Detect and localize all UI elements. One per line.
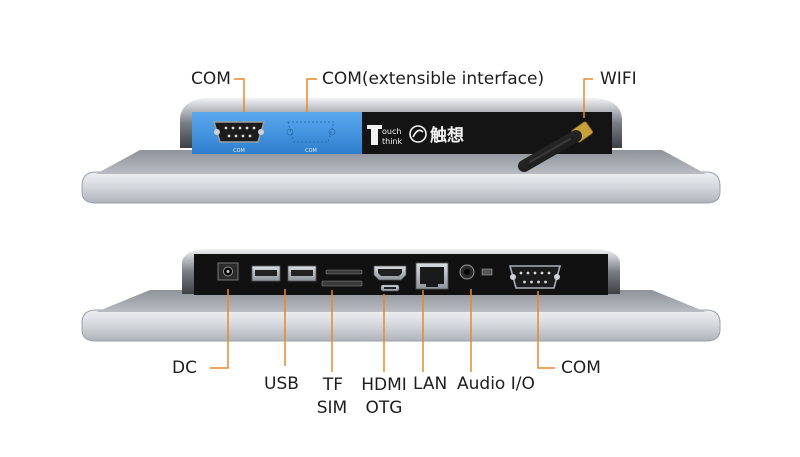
bottom-inner-tray xyxy=(96,290,706,312)
brand-en-line1: ouch xyxy=(382,127,401,136)
label-audio-io: Audio I/O xyxy=(457,374,535,394)
reset-button-icon xyxy=(481,268,493,276)
label-sim: SIM xyxy=(316,398,348,418)
label-otg: OTG xyxy=(365,398,403,418)
bottom-com-port-icon xyxy=(508,265,562,289)
top-silk-com-2: COM xyxy=(305,148,317,154)
audio-jack-icon xyxy=(459,264,475,280)
otg-port-icon xyxy=(380,284,400,292)
leader-top-wifi xyxy=(583,78,593,118)
bottom-device-view xyxy=(81,249,721,342)
lan-port-icon xyxy=(415,262,449,290)
label-top-com-extensible: COM(extensible interface) xyxy=(322,69,545,89)
leader-bottom-com xyxy=(537,291,555,369)
leader-top-com-extensible xyxy=(306,78,317,112)
leader-dc xyxy=(210,289,229,369)
leader-lines xyxy=(210,78,593,372)
top-silk-com-1: COM xyxy=(233,148,245,154)
label-tf: TF xyxy=(322,375,344,395)
label-top-wifi: WIFI xyxy=(600,69,637,89)
hdmi-port-icon xyxy=(373,265,407,281)
brand-logo: ouch think 触想 xyxy=(367,125,464,146)
wifi-antenna-icon xyxy=(518,121,594,172)
top-device-view: COM COM ouch think 触想 xyxy=(81,98,721,204)
bottom-base-plate xyxy=(81,309,721,342)
label-dc: DC xyxy=(172,358,197,378)
usb-port-1-icon xyxy=(251,265,281,282)
top-com-port-icon xyxy=(212,121,266,143)
usb-port-2-icon xyxy=(287,265,317,282)
label-lan: LAN xyxy=(413,374,448,394)
sim-card-slot-icon xyxy=(321,280,363,287)
brand-cn: 触想 xyxy=(429,125,464,146)
top-base-plate xyxy=(81,171,721,204)
top-com-extensible-port-icon xyxy=(286,121,336,143)
leader-top-com xyxy=(234,78,245,112)
label-hdmi: HDMI xyxy=(361,375,407,395)
dc-jack-icon xyxy=(217,262,239,281)
top-inner-tray xyxy=(96,150,706,174)
brand-en-line2: think xyxy=(382,137,403,146)
label-usb: USB xyxy=(264,374,299,394)
tf-card-slot-icon xyxy=(325,269,363,275)
label-top-com: COM xyxy=(191,69,231,89)
label-bottom-com: COM xyxy=(561,358,601,378)
